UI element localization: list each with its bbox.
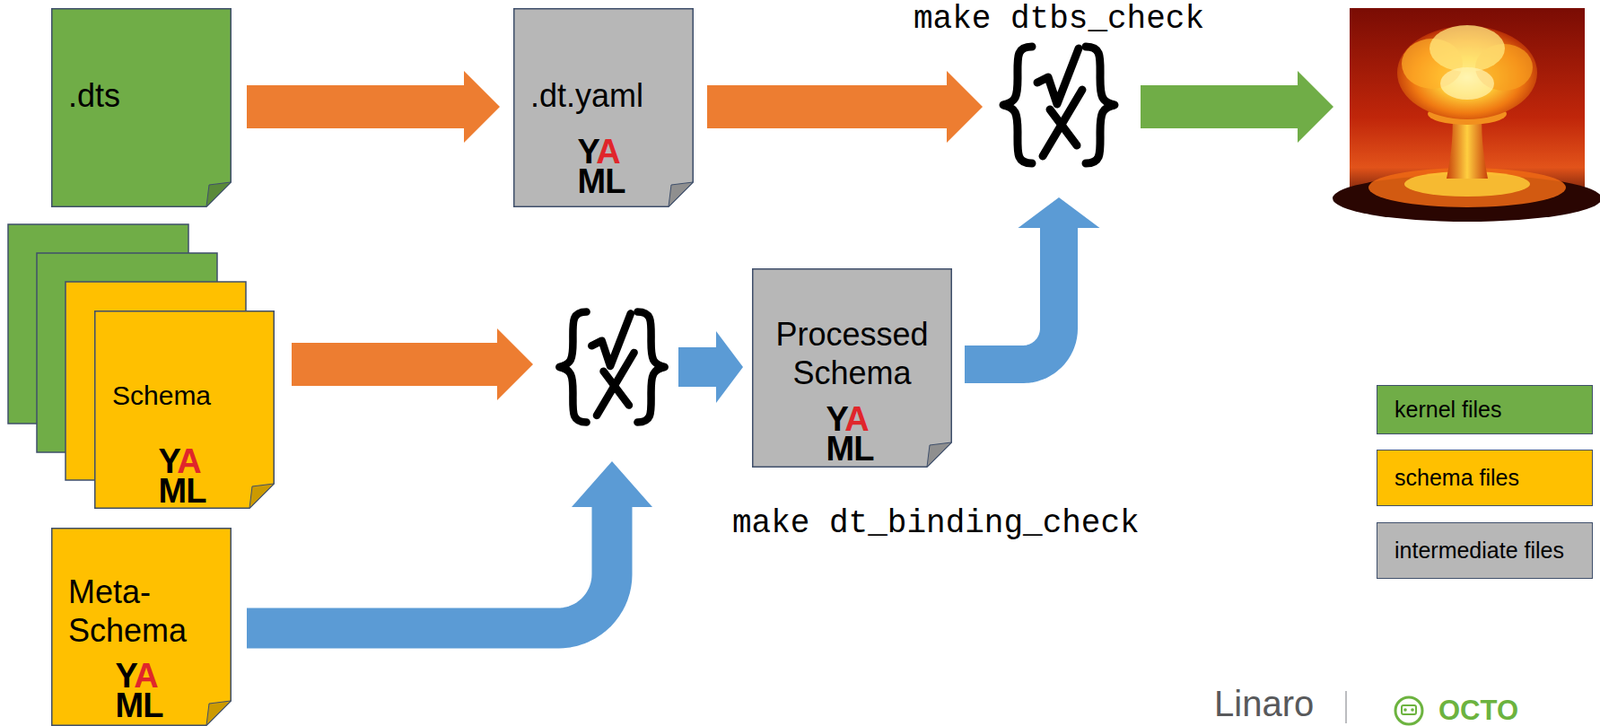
legend-swatch: schema files (1376, 449, 1593, 507)
intermediate-file-page: Processed SchemaYAML (751, 268, 953, 468)
schema-file-page: SchemaYAML (94, 310, 275, 509)
yaml-logo: YAML (826, 404, 879, 464)
logo-letter: M (115, 686, 144, 725)
logo-letter: M (826, 429, 855, 468)
page-body (514, 8, 694, 208)
arrow-head (463, 70, 500, 143)
symbol-stroke (603, 371, 630, 406)
legend-swatch: kernel files (1376, 384, 1593, 435)
symbol-stroke (1042, 89, 1083, 157)
yaml-logo: YAML (115, 661, 168, 720)
brand-wordmark: OCTO (1438, 696, 1519, 725)
symbol-stroke (591, 313, 631, 367)
file-label: Meta-Schema (68, 572, 221, 650)
symbol-stroke (637, 311, 665, 422)
block-arrow (707, 70, 983, 143)
page-fold (926, 442, 952, 467)
block-arrow (964, 197, 1101, 365)
arrow-shaft (246, 506, 613, 629)
yaml-logo: YAML (577, 137, 630, 196)
explosion-image (1332, 8, 1600, 222)
page-body (752, 269, 953, 468)
page-fold (668, 182, 693, 207)
validator-symbol: make dt_binding_check (550, 303, 674, 431)
file-label: Processed Schema (765, 314, 939, 393)
file-label: Schema (112, 379, 211, 412)
command-label: make dt_binding_check (732, 507, 1140, 541)
arrow-head (716, 331, 744, 403)
check-symbol (550, 303, 674, 431)
block-arrow (291, 328, 534, 401)
logo-letter: L (142, 686, 163, 725)
page-fold (206, 182, 231, 207)
symbol-stroke (1085, 46, 1115, 164)
logo-letter: M (158, 472, 187, 510)
symbol-stroke (1003, 46, 1032, 164)
arrow-head (571, 461, 653, 508)
file-label: .dts (68, 76, 121, 115)
page-fold (249, 483, 274, 508)
logo-letter: L (185, 472, 206, 510)
logo-letter: L (853, 429, 874, 468)
logo-letter: M (577, 162, 606, 201)
symbol-stroke (596, 352, 635, 416)
schema-file-page: Meta-SchemaYAML (51, 527, 232, 726)
arrow-shaft (246, 85, 465, 129)
legend-text: kernel files (1394, 397, 1503, 423)
symbol-stroke (1049, 109, 1077, 146)
command-label: make dtbs_check (913, 3, 1205, 36)
legend-swatch: intermediate files (1376, 522, 1593, 579)
legend-text: intermediate files (1394, 538, 1565, 564)
intermediate-file-page: .dt.yamlYAML (513, 8, 694, 208)
block-arrow (246, 70, 500, 143)
arrow-head (497, 328, 534, 401)
arrow-shaft (964, 227, 1059, 365)
file-label: .dt.yaml (530, 76, 644, 115)
logo-letter: L (604, 162, 625, 201)
result-arrow (1140, 70, 1334, 143)
legend-text: schema files (1394, 465, 1520, 491)
arrow-head (946, 70, 983, 143)
arrow-shaft (707, 85, 948, 129)
symbol-stroke (1037, 48, 1079, 105)
arrow-shaft (291, 342, 499, 386)
validator-symbol: make dtbs_check (996, 37, 1122, 173)
kernel-file-page: .dts (51, 8, 232, 208)
linaro-logo-marks (1346, 690, 1423, 725)
brand-wordmark: Linaro (1214, 685, 1314, 722)
block-arrow (678, 331, 744, 403)
page-fold (206, 700, 231, 726)
block-arrow (246, 461, 653, 629)
page-body (52, 8, 232, 208)
arrow-shaft (678, 347, 717, 387)
page-body (52, 528, 232, 726)
check-symbol (996, 37, 1122, 173)
arrow-head (1018, 197, 1101, 228)
yaml-logo: YAML (158, 446, 211, 506)
symbol-stroke (559, 311, 586, 422)
